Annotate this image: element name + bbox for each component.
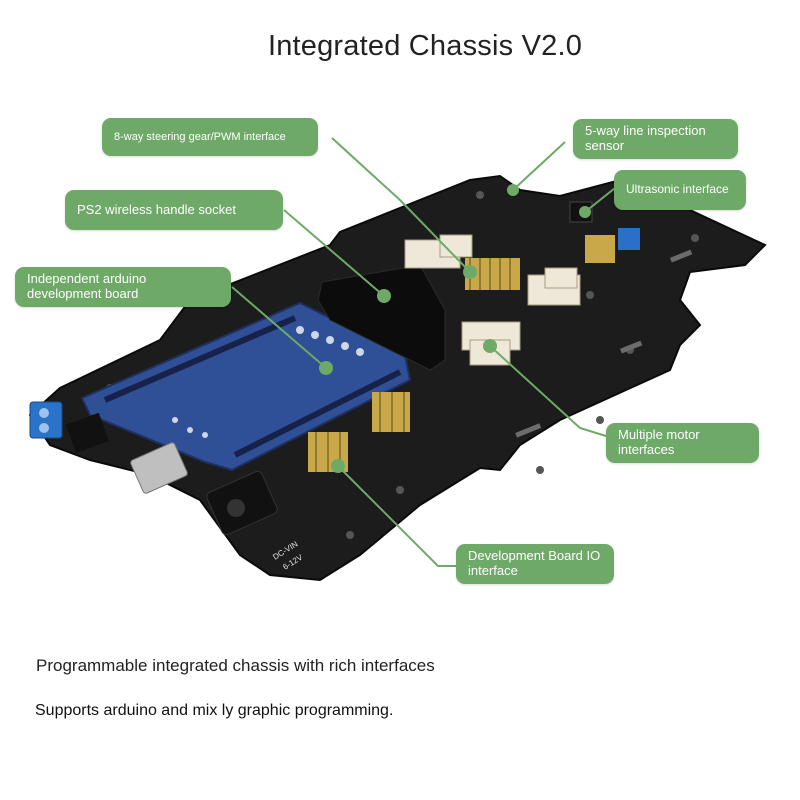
leader-line-motor [489, 345, 607, 437]
callout-motor-interfaces-text: Multiple motor interfaces [618, 427, 700, 457]
leader-line-ultrasonic [584, 187, 616, 213]
ps2-socket [317, 264, 446, 371]
callout-io-interface: Development Board IO interface [456, 544, 614, 584]
callout-ultrasonic-text: Ultrasonic interface [626, 182, 729, 197]
callout-ultrasonic: Ultrasonic interface [614, 170, 746, 210]
description-line-2: Supports arduino and mix ly graphic prog… [35, 702, 394, 719]
leader-line-ps2 [283, 209, 385, 297]
callout-ps2-socket-text: PS2 wireless handle socket [77, 201, 236, 217]
callout-steering-gear: 8-way steering gear/PWM interface [102, 118, 318, 156]
leader-line-line-sensor [512, 141, 566, 191]
leader-line-io [337, 465, 456, 567]
leader-line-arduino [231, 286, 327, 369]
arduino-board [80, 301, 412, 472]
callout-ps2-socket: PS2 wireless handle socket [65, 190, 283, 230]
callout-motor-interfaces: Multiple motor interfaces [606, 423, 759, 463]
page-title: Integrated Chassis V2.0 [267, 30, 583, 62]
callout-arduino-board: Independent arduino development board [15, 267, 231, 307]
description-line-1: Programmable integrated chassis with ric… [36, 656, 435, 675]
callout-line-sensor: 5-way line inspection sensor [573, 119, 738, 159]
power-terminal-block [29, 401, 63, 439]
leader-line-steering [331, 137, 471, 273]
usb-port [130, 442, 188, 494]
callout-arduino-board-text: Independent arduino development board [27, 271, 147, 301]
callout-io-interface-text: Development Board IO interface [468, 548, 601, 578]
callout-line-sensor-text: 5-way line inspection sensor [585, 123, 706, 153]
callout-steering-gear-text: 8-way steering gear/PWM interface [114, 130, 286, 143]
